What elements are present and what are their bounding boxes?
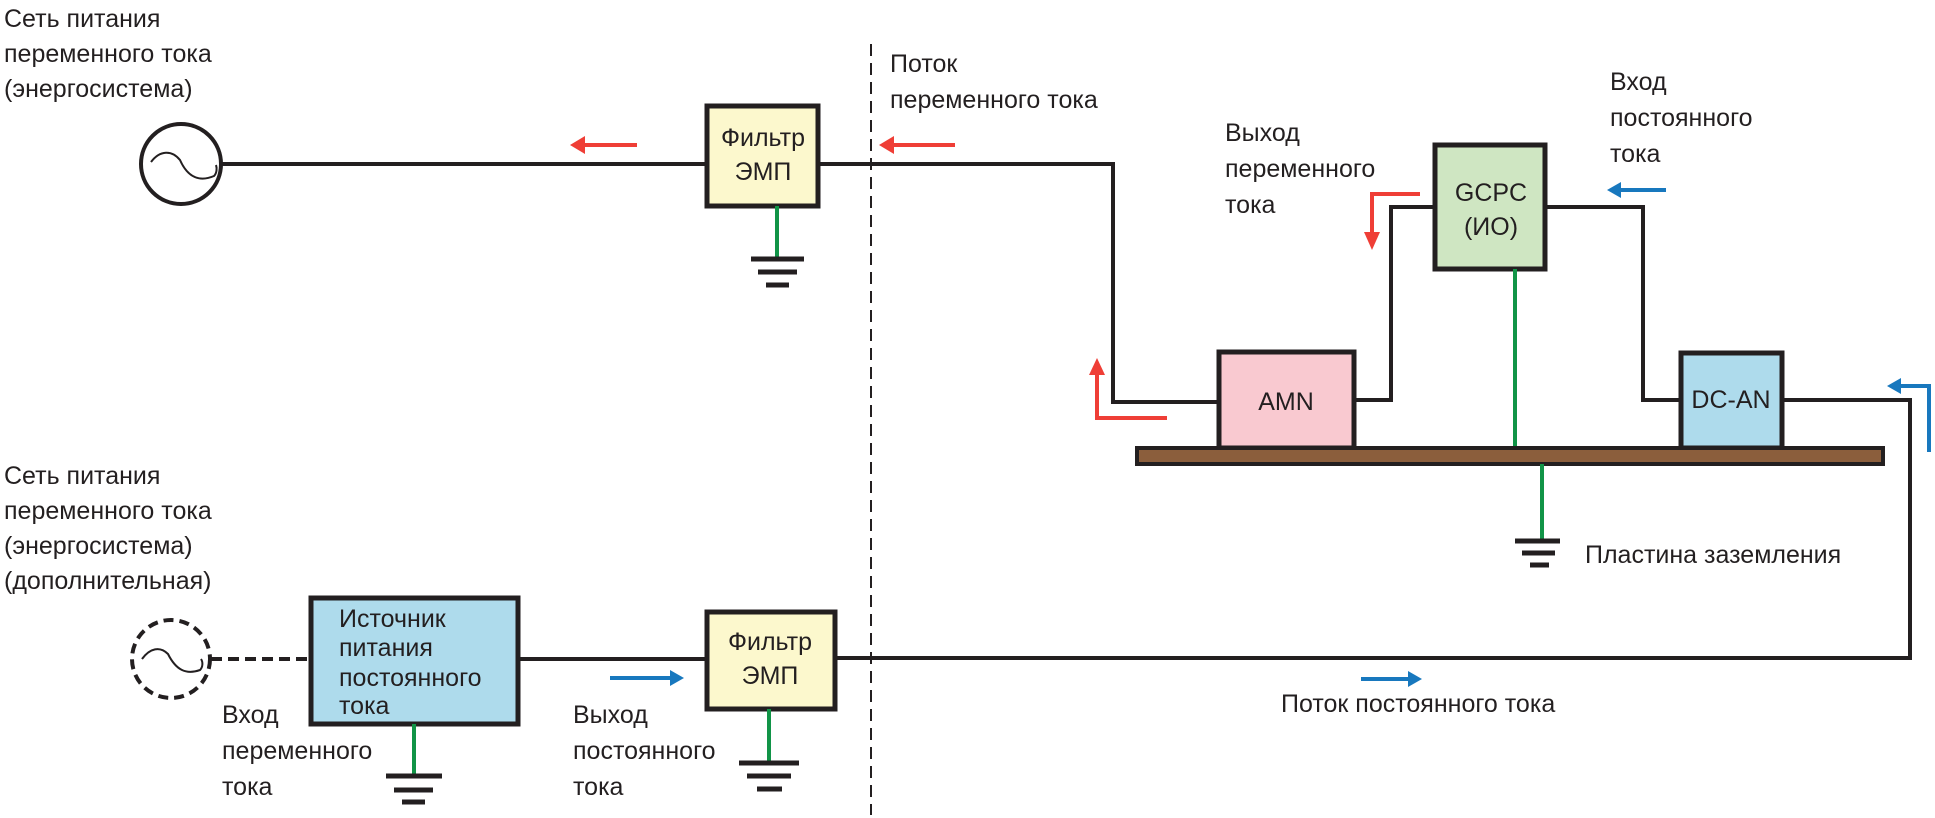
- ground-symbol-icon: [386, 773, 442, 805]
- dc-an-label: DC-AN: [1691, 386, 1770, 414]
- ac-flow-label-line1: Поток: [890, 50, 958, 78]
- dc-input-label-line1: Вход: [1610, 68, 1667, 96]
- dc-flow-arrow-right-edge: [1887, 378, 1931, 452]
- ground-symbol-icon: [751, 256, 804, 288]
- dc-power-supply-label-line4: тока: [339, 692, 390, 720]
- emi-filter-top: Фильтр ЭМП: [704, 103, 821, 209]
- ac-output-label-line2: переменного: [1225, 155, 1375, 183]
- dc-input-arrow-left: [1607, 182, 1666, 198]
- ac-source-dashed-icon: [130, 618, 212, 700]
- dc-power-supply-label-line2: питания: [339, 634, 433, 662]
- emi-filter-bottom-label-line1: Фильтр: [728, 628, 812, 656]
- ac-source-icon: [139, 122, 223, 206]
- emi-filter-bottom-label-line2: ЭМП: [742, 662, 799, 690]
- ac-input-label-line2: переменного: [222, 737, 372, 765]
- dc-line-dcan-to-filter: [831, 398, 1912, 660]
- ac-grid-main-label-line3: (энергосистема): [4, 75, 193, 103]
- dc-flow-arrow-bottom: [1361, 671, 1422, 687]
- ac-input-label-line3: тока: [222, 773, 273, 801]
- ac-grid-aux-label-line4: (дополнительная): [4, 567, 212, 595]
- ac-grid-aux-label-line3: (энергосистема): [4, 532, 193, 560]
- dc-output-label-line3: тока: [573, 773, 624, 801]
- dc-input-label-line3: тока: [1610, 140, 1661, 168]
- ac-output-label-line3: тока: [1225, 191, 1276, 219]
- emi-filter-top-label-line1: Фильтр: [721, 124, 805, 152]
- ground-plate-label: Пластина заземления: [1585, 541, 1841, 569]
- ac-grid-main-label-line2: переменного тока: [4, 40, 212, 68]
- emi-filter-bottom: Фильтр ЭМП: [704, 609, 838, 712]
- ac-flow-arrow-up: [1089, 358, 1167, 420]
- dc-output-label-line2: постоянного: [573, 737, 716, 765]
- ac-flow-arrow-right: [879, 136, 955, 154]
- ac-grid-aux-label-line1: Сеть питания: [4, 462, 160, 490]
- gcpc-box: GCPC (ИО): [1432, 142, 1548, 272]
- ground-plate: [1135, 446, 1885, 466]
- amn-label: AMN: [1258, 388, 1314, 416]
- ac-flow-label-line2: переменного тока: [890, 86, 1098, 114]
- dc-input-label-line2: постоянного: [1610, 104, 1753, 132]
- ac-flow-arrow-left: [570, 136, 637, 154]
- dc-line-gcpc-to-dcan: [1545, 205, 1681, 402]
- emi-filter-top-label-line2: ЭМП: [735, 158, 792, 186]
- ac-line-filter-to-amn: [801, 162, 1219, 404]
- ac-grid-aux-label-line2: переменного тока: [4, 497, 212, 525]
- ac-output-arrow-down: [1364, 192, 1420, 250]
- dc-output-label-line1: Выход: [573, 701, 648, 729]
- ac-output-label-line1: Выход: [1225, 119, 1300, 147]
- ac-input-label-line1: Вход: [222, 701, 279, 729]
- gcpc-label-line1: GCPC: [1455, 179, 1527, 207]
- ground-symbol-icon: [1515, 538, 1560, 568]
- dc-output-arrow-right: [610, 670, 684, 686]
- dc-power-supply-box: Источник питания постоянного тока: [308, 595, 521, 727]
- ground-symbol-icon: [739, 760, 799, 792]
- dc-power-supply-label-line3: постоянного: [339, 664, 482, 692]
- ac-line-amn-to-gcpc: [1354, 205, 1435, 402]
- gcpc-label-line2: (ИО): [1464, 213, 1518, 241]
- ac-grid-main-label-line1: Сеть питания: [4, 5, 160, 33]
- dc-power-supply-label-line1: Источник: [339, 605, 447, 633]
- dc-flow-label: Поток постоянного тока: [1281, 690, 1555, 718]
- dc-an-box: DC-AN: [1678, 350, 1785, 451]
- amn-box: AMN: [1216, 349, 1357, 451]
- ac-grid-main-label: Сеть питания переменного тока (энергосис…: [4, 5, 212, 103]
